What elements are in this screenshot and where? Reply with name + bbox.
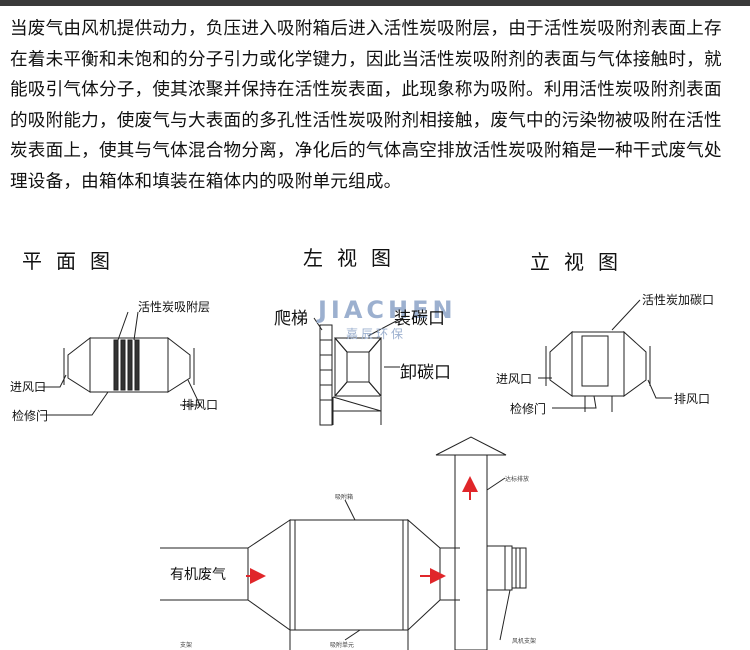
label-plan-inlet: 进风口: [10, 380, 47, 394]
front-view-drawing: [538, 299, 672, 412]
description-paragraph: 当废气由风机提供动力，负压进入吸附箱后进入活性炭吸附层，由于活性炭吸附剂表面上存…: [10, 14, 740, 197]
label-small-top: 吸附箱: [335, 494, 354, 501]
label-small-fan: 风机支架: [512, 638, 537, 645]
paragraph-line: 当废气由风机提供动力，负压进入吸附箱后进入活性炭吸附层，由于活性炭吸附剂表面上存: [10, 19, 722, 39]
label-plan-door: 检修门: [12, 409, 49, 423]
process-drawing: [160, 436, 527, 650]
plan-view-title: 平面图: [22, 249, 124, 273]
paragraph-line: 能吸引气体分子，使其浓聚并保持在活性炭表面，此现象称为吸附。利用活性炭吸附剂表面: [10, 80, 722, 100]
watermark-brand: JIACHEN: [318, 296, 457, 324]
plan-view-drawing: [38, 311, 201, 416]
left-view-title: 左视图: [303, 246, 405, 270]
paragraph-line: 的吸附能力，使废气与大表面的多孔性活性炭吸附剂相接触，废气中的污染物被吸附在活性: [10, 110, 722, 131]
label-organic-gas: 有机废气: [170, 567, 226, 583]
label-ladder: 爬梯: [274, 309, 308, 329]
label-small-unit: 吸附单元: [330, 642, 355, 649]
front-view-title: 立视图: [530, 250, 632, 274]
label-carbon-add-port: 活性炭加碳口: [642, 293, 715, 307]
top-bar: [0, 0, 750, 6]
paragraph-line: 理设备，由箱体和填装在箱体内的吸附单元组成。: [10, 171, 402, 192]
label-plan-outlet: 排风口: [182, 398, 219, 412]
label-front-outlet: 排风口: [674, 392, 711, 406]
label-front-inlet: 进风口: [496, 372, 533, 386]
watermark-cn: 嘉辰环保: [346, 327, 407, 341]
label-carbon-unloading: 卸碳口: [400, 363, 451, 383]
label-front-door: 检修门: [510, 402, 547, 416]
label-small-bottom: 支架: [180, 642, 193, 649]
flow-arrows: [246, 476, 478, 584]
paragraph-line: 在着未平衡和未饱和的分子引力或化学键力，因此当活性炭吸附剂的表面与气体接触时，就: [10, 49, 722, 70]
paragraph-line: 炭表面上，使其与气体混合物分离，净化后的气体高空排放活性炭吸附箱是一种干式废气处: [10, 141, 722, 161]
label-small-stack: 达标排放: [505, 476, 530, 483]
label-carbon-layer: 活性炭吸附层: [138, 300, 211, 314]
label-carbon-loading: 装碳口: [394, 309, 445, 329]
left-view-drawing: [313, 317, 403, 426]
